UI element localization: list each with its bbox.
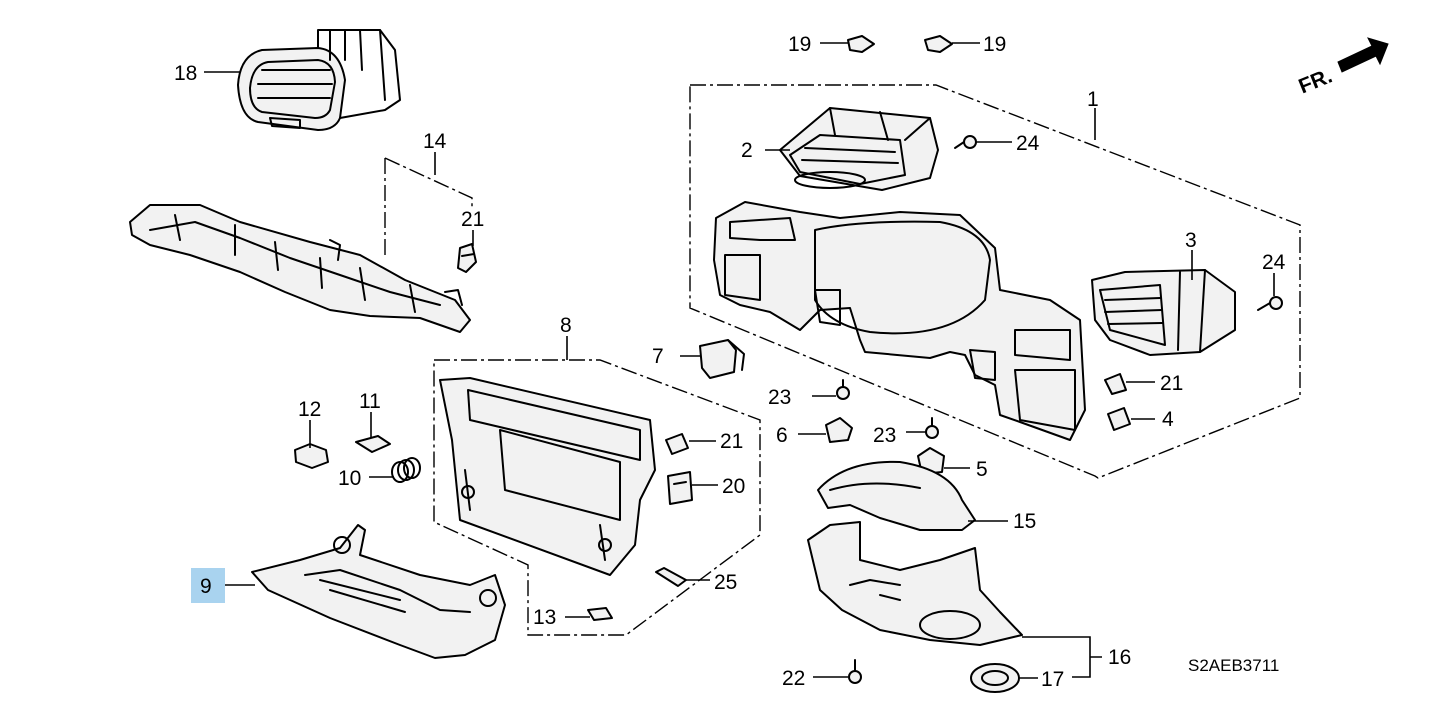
callout-23-b[interactable]: 23 bbox=[873, 424, 896, 447]
part-17-ring[interactable] bbox=[970, 663, 1020, 693]
callout-11[interactable]: 11 bbox=[359, 390, 381, 413]
part-21-clip-middle[interactable] bbox=[665, 433, 689, 455]
callout-12[interactable]: 12 bbox=[298, 398, 321, 421]
part-16-column-cover-lower[interactable] bbox=[807, 521, 1023, 646]
group-outline-14 bbox=[384, 157, 473, 258]
drawing-code: S2AEB3711 bbox=[1188, 656, 1279, 675]
callout-25[interactable]: 25 bbox=[714, 571, 737, 594]
callout-17[interactable]: 17 bbox=[1041, 668, 1064, 691]
part-19-clip-left[interactable] bbox=[847, 35, 875, 53]
callout-24-top[interactable]: 24 bbox=[1016, 132, 1040, 155]
part-11-latch[interactable] bbox=[355, 435, 391, 453]
part-21-clip-top[interactable] bbox=[457, 243, 477, 273]
part-7-bracket[interactable] bbox=[699, 339, 745, 379]
callout-21-top[interactable]: 21 bbox=[461, 208, 484, 231]
callout-16[interactable]: 16 bbox=[1108, 646, 1131, 669]
part-19-clip-right[interactable] bbox=[924, 35, 953, 53]
part-6-knob[interactable] bbox=[825, 417, 853, 443]
part-21-clip-right[interactable] bbox=[1104, 373, 1127, 395]
part-2-center-vent[interactable] bbox=[779, 107, 939, 191]
group-outline-1 bbox=[689, 84, 1301, 479]
callout-21-right[interactable]: 21 bbox=[1160, 372, 1183, 395]
part-23-screw-a[interactable] bbox=[836, 379, 850, 400]
callout-7[interactable]: 7 bbox=[652, 345, 664, 368]
callout-4[interactable]: 4 bbox=[1162, 408, 1174, 431]
part-14-panel[interactable] bbox=[129, 204, 471, 333]
callout-23-a[interactable]: 23 bbox=[768, 386, 791, 409]
callout-1[interactable]: 1 bbox=[1087, 88, 1099, 111]
leader-lines bbox=[204, 42, 1275, 679]
part-8-glovebox-frame[interactable] bbox=[439, 377, 656, 576]
front-direction-indicator: FR. bbox=[1295, 37, 1389, 98]
callout-8[interactable]: 8 bbox=[560, 314, 572, 337]
callout-5[interactable]: 5 bbox=[976, 458, 988, 481]
part-3-right-vent[interactable] bbox=[1091, 269, 1236, 356]
callout-9[interactable]: 9 bbox=[200, 575, 212, 598]
part-24-screw-right[interactable] bbox=[1257, 296, 1283, 311]
part-13-pad[interactable] bbox=[587, 607, 613, 621]
callout-20[interactable]: 20 bbox=[722, 475, 745, 498]
front-label: FR. bbox=[1295, 64, 1335, 98]
part-12-clip[interactable] bbox=[294, 443, 329, 469]
callout-21-middle[interactable]: 21 bbox=[720, 430, 743, 453]
group-outline-8 bbox=[433, 359, 761, 636]
part-1-dashboard[interactable] bbox=[713, 201, 1086, 441]
part-23-screw-b[interactable] bbox=[925, 417, 939, 439]
callout-6[interactable]: 6 bbox=[776, 424, 788, 447]
callout-22[interactable]: 22 bbox=[782, 667, 805, 690]
callout-2[interactable]: 2 bbox=[741, 139, 753, 162]
part-20-bracket[interactable] bbox=[667, 471, 693, 505]
callout-14[interactable]: 14 bbox=[423, 130, 447, 153]
part-15-column-cover-upper[interactable] bbox=[817, 460, 976, 531]
callout-13[interactable]: 13 bbox=[533, 606, 556, 629]
callout-19-left[interactable]: 19 bbox=[788, 33, 811, 56]
callout-24-right[interactable]: 24 bbox=[1262, 251, 1286, 274]
part-18-vent[interactable] bbox=[237, 29, 401, 131]
callout-10[interactable]: 10 bbox=[338, 467, 361, 490]
part-25-pin[interactable] bbox=[655, 567, 687, 587]
part-4-clip[interactable] bbox=[1107, 407, 1131, 431]
callout-15[interactable]: 15 bbox=[1013, 510, 1036, 533]
highlight-callout-9 bbox=[191, 568, 225, 603]
callout-18[interactable]: 18 bbox=[174, 62, 197, 85]
part-9-glovebox-lid[interactable] bbox=[251, 524, 506, 659]
part-24-screw-top[interactable] bbox=[954, 135, 977, 149]
callout-3[interactable]: 3 bbox=[1185, 229, 1197, 252]
callout-19-right[interactable]: 19 bbox=[983, 33, 1006, 56]
part-22-screw[interactable] bbox=[848, 659, 862, 684]
part-10-spring[interactable] bbox=[391, 457, 421, 483]
